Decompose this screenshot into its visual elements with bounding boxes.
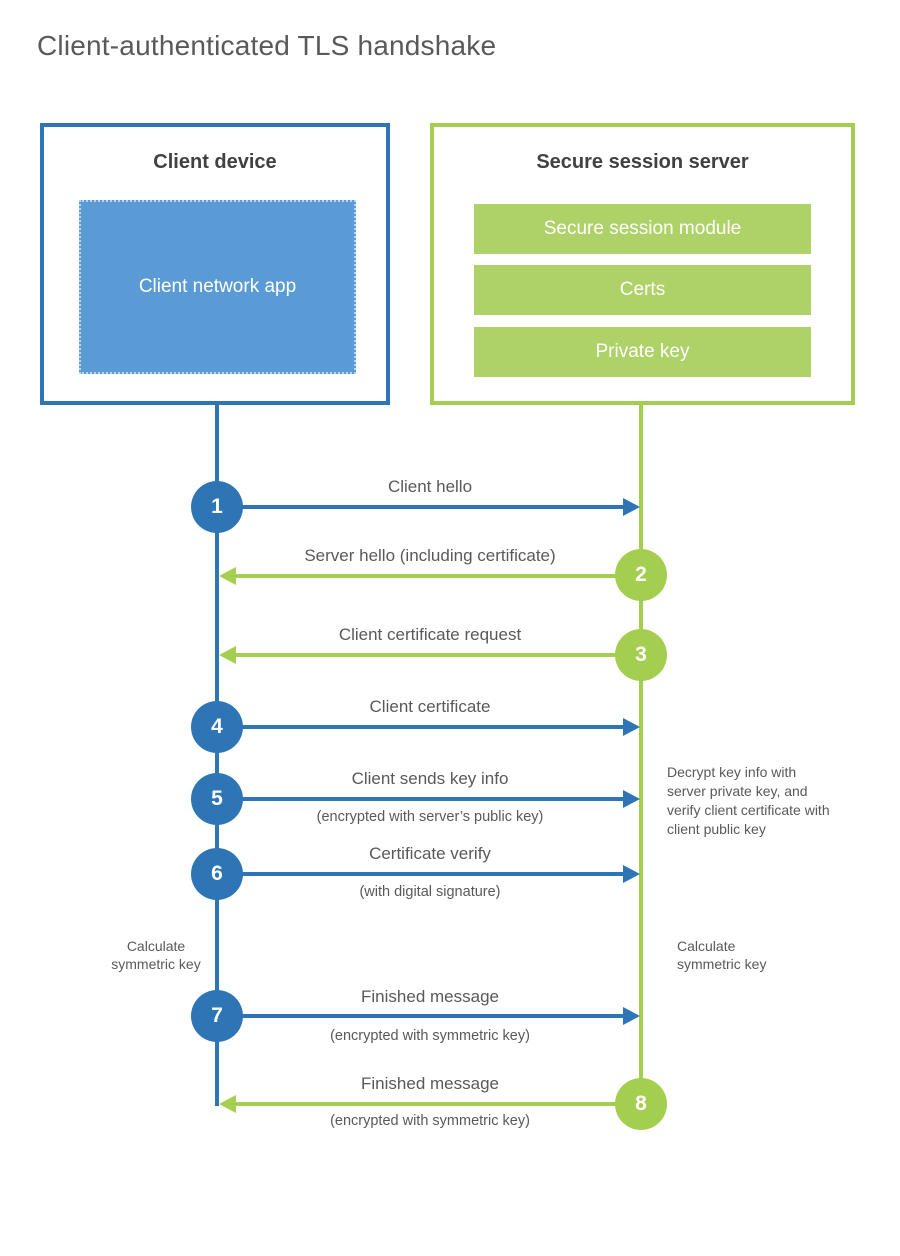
step1-label: Client hello [387,477,473,496]
step4-label: Client certificate [369,697,491,716]
step8-arrowhead-icon [219,1095,236,1113]
step6-label: Certificate verify [369,844,491,863]
step7-sublabel: (encrypted with symmetric key) [330,1028,530,1044]
calculate-symmetric-key-right: Calculate symmetric key [677,938,767,972]
calculate-symmetric-key-left: Calculate symmetric key [111,938,201,972]
step8-sublabel: (encrypted with symmetric key) [330,1113,530,1129]
step7-arrow [228,1014,626,1018]
server-module-certs: Certs [474,265,811,315]
decrypt-key-note: Decrypt key info with server private key… [667,764,830,837]
step2-label: Server hello (including certificate) [304,546,556,565]
server-module-private-key: Private key [474,327,811,377]
step3-arrowhead-icon [219,646,236,664]
page-title: Client-authenticated TLS handshake [37,30,497,61]
step2-arrowhead-icon [219,567,236,585]
server-module-secure-session: Secure session module [474,204,811,254]
step5-label: Client sends key info [351,769,509,788]
server-title: Secure session server [536,151,749,173]
step4-arrow [228,725,626,729]
client-device-box: Client device Client network app [40,123,390,405]
step3-circle: 3 [615,629,667,681]
step4-circle: 4 [191,701,243,753]
step6-arrow [228,872,626,876]
step5-sublabel: (encrypted with server’s public key) [316,809,544,825]
step7-circle: 7 [191,990,243,1042]
step8-circle: 8 [615,1078,667,1130]
step1-arrow [228,505,626,509]
server-lifeline [639,405,643,1105]
step2-circle: 2 [615,549,667,601]
client-lifeline [215,405,219,1106]
step6-arrowhead-icon [623,865,640,883]
step3-label: Client certificate request [338,625,522,644]
client-network-app-box: Client network app [79,200,356,374]
step7-label: Finished message [361,987,499,1006]
step1-arrowhead-icon [623,498,640,516]
step1-circle: 1 [191,481,243,533]
client-device-title: Client device [153,151,277,173]
step5-arrow [228,797,626,801]
secure-session-server-box: Secure session server Secure session mod… [430,123,855,405]
step7-arrowhead-icon [623,1007,640,1025]
step5-arrowhead-icon [623,790,640,808]
step8-arrow [234,1102,626,1106]
step8-label: Finished message [361,1074,499,1093]
step6-sublabel: (with digital signature) [359,884,501,900]
step4-arrowhead-icon [623,718,640,736]
step2-arrow [234,574,626,578]
step6-circle: 6 [191,848,243,900]
step5-circle: 5 [191,773,243,825]
step3-arrow [234,653,626,657]
